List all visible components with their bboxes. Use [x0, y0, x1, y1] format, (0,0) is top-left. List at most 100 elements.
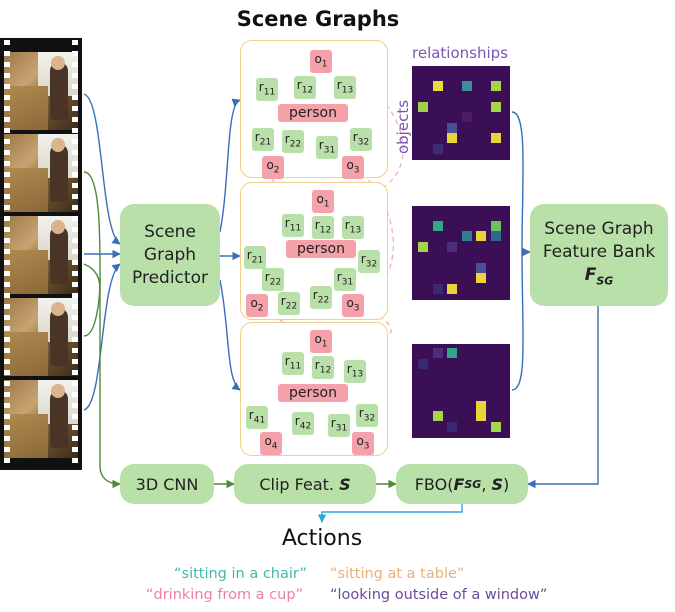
object-node: o3 [342, 294, 364, 318]
action-label: “drinking from a cup” [146, 587, 304, 603]
action-label: “looking outside of a window” [330, 587, 548, 603]
person-node: person [278, 384, 348, 402]
matrix-cell [476, 273, 486, 283]
video-film-strip [0, 38, 82, 470]
relation-node: r32 [356, 404, 378, 428]
matrix-cell [476, 411, 486, 421]
bank-to-fbo-arrow [527, 306, 599, 489]
matrix-cell [447, 283, 457, 294]
action-label: “sitting at a table” [330, 566, 465, 582]
relation-node: r31 [328, 414, 350, 438]
relation-node: r22 [278, 292, 300, 316]
matrix-cell [476, 262, 486, 273]
adjacency-matrix [412, 206, 510, 300]
feature-bank-symbol: FSG [584, 264, 614, 288]
matrix-cell [432, 143, 443, 154]
scene-graph-predictor-box: Scene Graph Predictor [120, 204, 220, 306]
video-frame [4, 216, 78, 294]
matrix-cell [461, 112, 472, 122]
matrix-cell [447, 122, 457, 133]
feature-bank-line-2: Feature Bank [542, 241, 656, 262]
relation-node: r21 [252, 128, 274, 152]
matrix-cell [461, 80, 472, 91]
matrix-cell [447, 421, 457, 432]
object-node: o4 [260, 432, 282, 456]
matrix-cell [432, 348, 443, 358]
fbo-suffix: ) [503, 474, 510, 494]
matrix-cell [432, 283, 443, 294]
fbo-separator: , [481, 474, 492, 494]
matrix-cell [418, 101, 428, 112]
matrix-cell [490, 421, 501, 432]
fbo-prefix: FBO( [414, 474, 454, 494]
matrix-cell [447, 348, 457, 358]
relation-node: r41 [246, 406, 268, 430]
feature-bank-line-1: Scene Graph [544, 218, 654, 239]
object-node: o2 [262, 156, 284, 180]
relation-node: r12 [312, 216, 334, 240]
3d-cnn-box: 3D CNN [120, 464, 214, 504]
predictor-line-2: Graph [143, 244, 197, 265]
predictor-to-graph-3 [219, 279, 241, 391]
fbo-s-symbol: S [491, 474, 504, 494]
relation-node: r13 [344, 360, 366, 384]
matrix-cell [432, 80, 443, 91]
matrix-cell [432, 411, 443, 421]
film-to-predictor-arrow-1 [83, 93, 121, 245]
relation-node: r11 [282, 352, 304, 376]
relation-node: r32 [358, 250, 380, 274]
predictor-to-graph-1 [219, 98, 241, 233]
object-node: o3 [352, 432, 374, 456]
person-node: person [278, 104, 348, 122]
matrix-cell [490, 101, 501, 112]
relation-node: r11 [282, 214, 304, 238]
film-to-cnn-arrow-1 [83, 171, 121, 489]
relation-node: r21 [244, 246, 266, 270]
object-node: o2 [246, 294, 268, 318]
matrix-cell [476, 400, 486, 411]
objects-label: objects [394, 99, 413, 155]
matrix-cell [461, 231, 472, 241]
matrix-cell [490, 220, 501, 231]
predictor-line-3: Predictor [132, 267, 208, 288]
matrix-cell [447, 241, 457, 252]
matrix-cell [490, 231, 501, 241]
object-node: o1 [310, 330, 332, 354]
predictor-line-1: Scene [144, 221, 196, 242]
scene-graph-feature-bank-box: Scene Graph Feature Bank FSG [530, 204, 668, 306]
relation-node: r12 [312, 356, 334, 380]
film-to-cnn-arrow-2 [83, 279, 101, 337]
relationships-label: relationships [412, 44, 508, 62]
relation-node: r13 [334, 76, 356, 100]
relation-node: r31 [334, 268, 356, 292]
matrix-cell [476, 231, 486, 241]
adjacency-matrix [412, 344, 510, 438]
relation-node: r22 [282, 130, 304, 154]
relation-node: r13 [342, 216, 364, 240]
object-node: o1 [312, 190, 334, 214]
action-label: “sitting in a chair” [174, 566, 307, 582]
matrix-cell [418, 358, 428, 369]
person-node: person [286, 240, 356, 258]
object-node: o3 [342, 156, 364, 180]
matrix-cell [418, 241, 428, 252]
matrix-cell [490, 80, 501, 91]
object-node: o1 [310, 50, 332, 74]
relation-node: r12 [294, 76, 316, 100]
actions-title: Actions [281, 526, 363, 551]
video-frame [4, 52, 78, 130]
relation-node: r22 [262, 268, 284, 292]
fbo-subscript: SG [464, 477, 482, 491]
fbo-f-symbol: F [453, 474, 465, 494]
fbo-to-actions-arrow [317, 502, 463, 523]
clip-features-box: Clip Feat. S [234, 464, 376, 504]
video-frame [4, 298, 78, 376]
clip-features-symbol: S [339, 474, 351, 494]
film-to-cnn-arrow-3 [83, 263, 101, 291]
relation-node: r22 [310, 286, 332, 310]
matrix-cell [490, 133, 501, 143]
video-frame [4, 380, 78, 458]
relation-node: r42 [292, 412, 314, 436]
